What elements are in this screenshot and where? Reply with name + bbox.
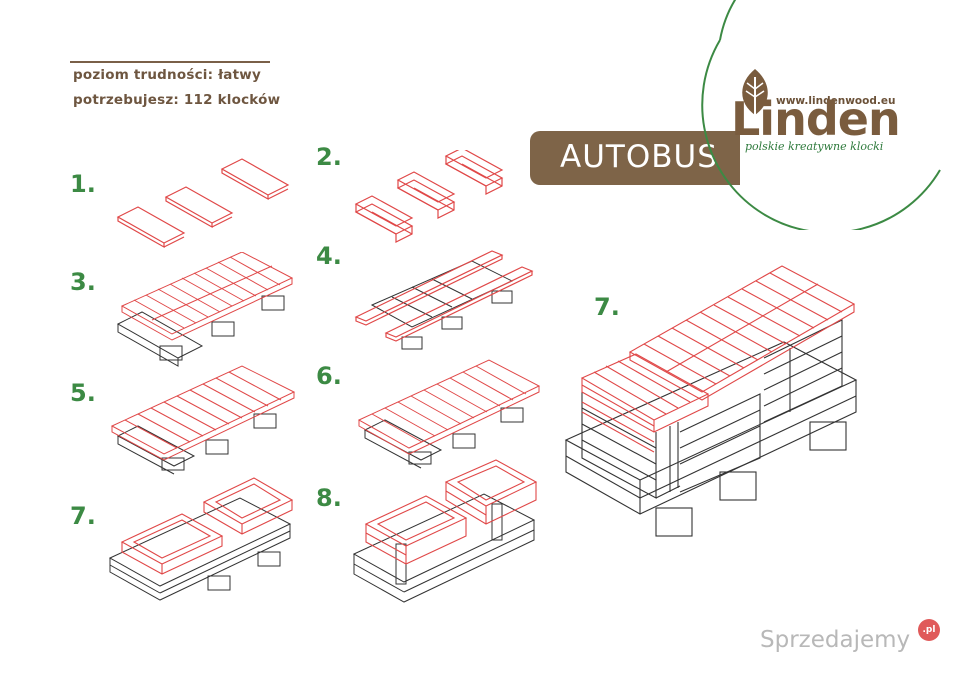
logo-brand: Linden — [731, 92, 901, 146]
final-step-label: 7. — [594, 293, 620, 321]
watermark-text: Sprzedajemy — [760, 627, 911, 653]
step-2-illustration — [354, 150, 504, 243]
step-label-3: 3. — [70, 268, 96, 296]
step-label-6: 6. — [316, 362, 342, 390]
step-label-8: 8. — [316, 484, 342, 512]
header-divider — [70, 61, 270, 63]
logo-circle-icon — [701, 0, 941, 230]
title-banner — [530, 131, 740, 185]
step-label-7: 7. — [70, 502, 96, 530]
step-label-1: 1. — [70, 170, 96, 198]
step-6-illustration — [357, 359, 541, 469]
step-4-illustration — [354, 250, 534, 350]
final-bus-illustration — [564, 265, 858, 537]
step-8-illustration — [352, 459, 538, 603]
step-1-illustration — [116, 158, 290, 249]
difficulty-level: poziom trudności: łatwy — [73, 67, 261, 83]
step-label-5: 5. — [70, 379, 96, 407]
step-label-4: 4. — [316, 242, 342, 270]
watermark-badge: .pl — [918, 619, 940, 641]
step-5-illustration — [110, 365, 296, 475]
step-3-illustration — [116, 252, 294, 367]
page-title: AUTOBUS — [560, 139, 718, 175]
step-label-2: 2. — [316, 143, 342, 171]
logo-url: www.lindenwood.eu — [776, 95, 896, 107]
leaf-icon — [742, 69, 768, 117]
step-7-illustration — [108, 477, 294, 601]
blocks-needed: potrzebujesz: 112 klocków — [73, 92, 281, 108]
logo-tagline: polskie kreatywne klocki — [745, 140, 884, 153]
